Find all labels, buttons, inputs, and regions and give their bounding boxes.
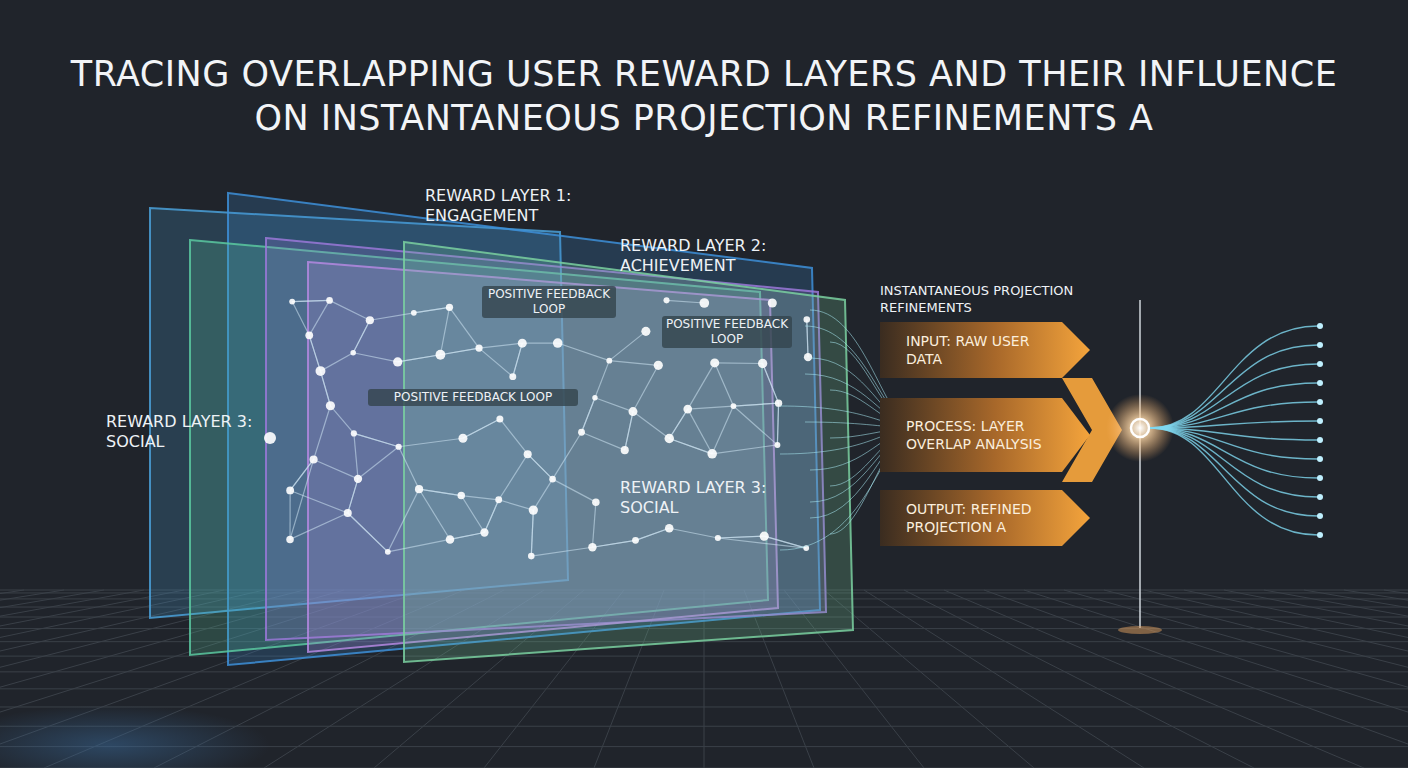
loop-label: POSITIVE FEEDBACK LOOP [662, 316, 792, 348]
arrow-label: INPUT: RAW USER DATA [906, 332, 1046, 368]
process-arrow: OUTPUT: REFINED PROJECTION A [880, 490, 1090, 546]
loop-label: POSITIVE FEEDBACK LOOP [482, 286, 616, 318]
loop-label: POSITIVE FEEDBACK LOOP [368, 389, 578, 406]
process-arrow: INPUT: RAW USER DATA [880, 322, 1090, 378]
layer-title: REWARD LAYER 3: SOCIAL [620, 478, 790, 518]
layer-title: REWARD LAYER 3: SOCIAL [106, 412, 276, 452]
arrow-shape [880, 398, 1090, 472]
layer-title: REWARD LAYER 2: ACHIEVEMENT [620, 236, 790, 276]
arrow-label: PROCESS: LAYER OVERLAP ANALYSIS [906, 417, 1046, 453]
section-heading: INSTANTANEOUS PROJECTION REFINEMENTS [880, 282, 1090, 316]
process-arrow: PROCESS: LAYER OVERLAP ANALYSIS [880, 398, 1090, 472]
arrow-shape [880, 322, 1090, 378]
layer-title: REWARD LAYER 1: ENGAGEMENT [425, 186, 585, 226]
diagram-title: TRACING OVERLAPPING USER REWARD LAYERS A… [40, 52, 1368, 140]
arrow-shape [880, 490, 1090, 546]
arrow-label: OUTPUT: REFINED PROJECTION A [906, 500, 1046, 536]
